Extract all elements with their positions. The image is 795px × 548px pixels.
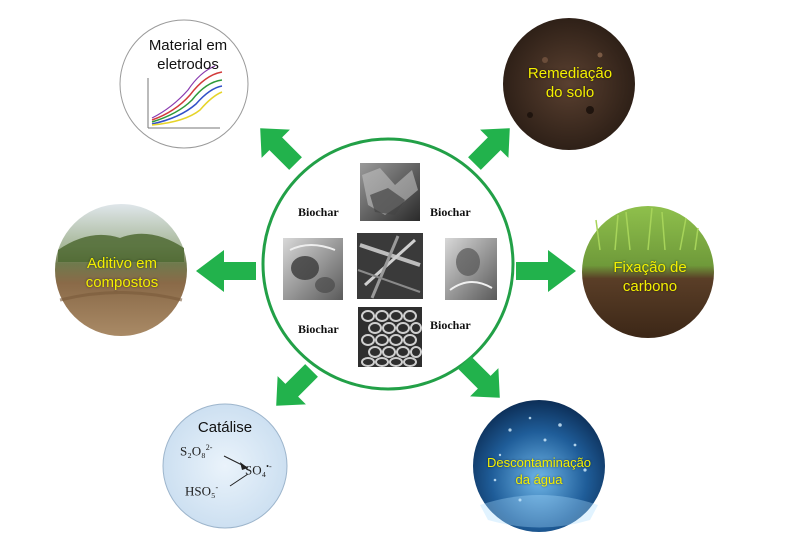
chem-hso5: HSO₅-: [185, 483, 218, 499]
biochar-label-bottom-left: Biochar: [298, 322, 339, 337]
arrow-to-compost: [196, 250, 256, 292]
node-water: [473, 400, 605, 532]
chem-s2o8: S₂O₈2-: [180, 443, 212, 459]
node-electrodes: [120, 20, 248, 148]
sem-image-right: [445, 238, 497, 300]
biochar-label-bottom-right: Biochar: [430, 318, 471, 333]
chem-s2o8-formula: S₂O₈: [180, 443, 206, 458]
node-carbon: [582, 206, 714, 338]
arrow-to-carbon: [516, 250, 576, 292]
chem-hso5-formula: HSO₅: [185, 483, 216, 498]
node-soil: [503, 18, 635, 150]
sem-image-top: [360, 163, 420, 221]
sem-image-bottom: [358, 307, 422, 367]
arrow-to-electrodes: [246, 114, 310, 178]
sem-image-left: [283, 238, 343, 300]
biochar-label-top-left: Biochar: [298, 205, 339, 220]
node-compost: [55, 204, 187, 336]
chem-so4-formula: SO₄: [245, 462, 266, 477]
biochar-label-top-right: Biochar: [430, 205, 471, 220]
chem-so4: SO₄•-: [245, 462, 272, 478]
sem-image-center: [357, 233, 423, 299]
